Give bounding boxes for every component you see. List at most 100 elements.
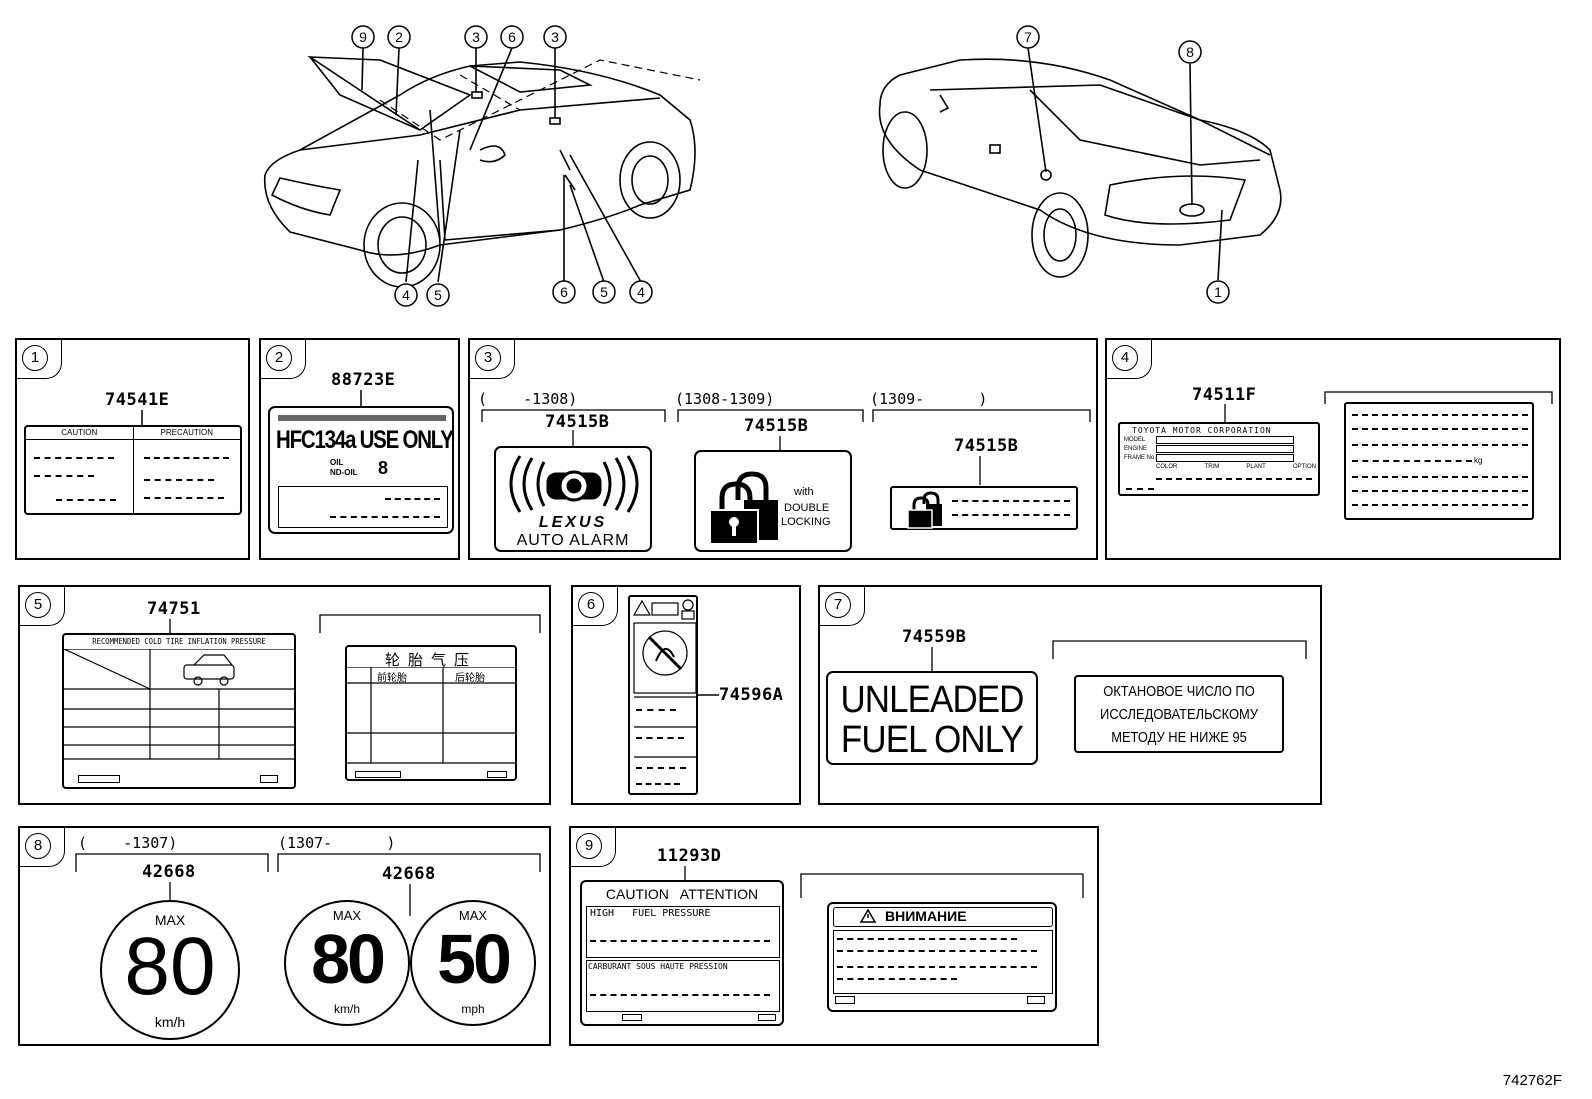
callout-8-trunk: 8 bbox=[1186, 44, 1194, 60]
unit-text: km/h bbox=[333, 1002, 360, 1016]
panel-corner bbox=[20, 828, 65, 867]
speed-value: 50 bbox=[437, 920, 512, 998]
cn-front: 前轮胎 bbox=[377, 673, 407, 684]
tire-pressure-title: RECOMMENDED COLD TIRE INFLATION PRESSURE bbox=[92, 637, 266, 646]
oil-number: 8 bbox=[378, 458, 389, 478]
callout-1-trunk: 1 bbox=[1214, 284, 1222, 300]
leader-line bbox=[141, 410, 143, 425]
date-range-2: (1307- ) bbox=[278, 834, 396, 852]
part-number-74559B: 74559B bbox=[902, 627, 967, 647]
plant-col: PLANT bbox=[1246, 464, 1266, 470]
panel-corner bbox=[20, 587, 65, 626]
max-text: MAX bbox=[332, 908, 362, 923]
double-text: DOUBLE bbox=[784, 502, 830, 514]
panel-number: 8 bbox=[25, 833, 51, 859]
date-range-3: (1309- ) bbox=[870, 390, 988, 408]
panel-3: 3 ( -1308) (1308-1309) (1309- ) 74515B 7… bbox=[468, 338, 1098, 560]
panel-8: 8 ( -1307) (1307- ) 42668 42668 MAX 80 k… bbox=[18, 826, 551, 1046]
ru-line-1: ОКТАНОВОЕ ЧИСЛО ПО bbox=[1103, 683, 1255, 700]
ru-line-3: МЕТОДУ НЕ НИЖЕ 95 bbox=[1111, 729, 1247, 746]
unit-text: mph bbox=[461, 1002, 485, 1016]
figure-id: 742762F bbox=[1502, 1072, 1562, 1089]
panel-2: 2 88723E HFC134a USE ONLY OIL ND-OIL 8 bbox=[259, 338, 460, 560]
leader-line bbox=[360, 390, 362, 406]
speed-value: 80 bbox=[124, 921, 216, 1012]
tire-pressure-grid bbox=[64, 649, 294, 760]
callout-4-front: 4 bbox=[402, 287, 410, 303]
callout-9-hood: 9 bbox=[359, 29, 367, 45]
panel-corner bbox=[573, 587, 618, 626]
panel-corner bbox=[261, 340, 306, 379]
panel-corner bbox=[1107, 340, 1152, 379]
padlock-icon bbox=[709, 471, 778, 545]
panel-number: 1 bbox=[22, 345, 48, 371]
car-illustrations: 9 2 3 6 3 4 5 6 5 4 7 8 1 bbox=[263, 25, 1282, 307]
locking-label-small bbox=[890, 486, 1078, 530]
callout-5-front: 5 bbox=[434, 287, 442, 303]
date-range-1: ( -1308) bbox=[478, 390, 578, 408]
panel-1: 1 74541E CAUTION PRECAUTION bbox=[15, 338, 250, 560]
cn-title: 轮胎气压 bbox=[384, 652, 477, 669]
lexus-brand-text: LEXUS bbox=[538, 514, 608, 531]
engine-field: ENGINE bbox=[1124, 446, 1148, 452]
option-col: OPTION bbox=[1292, 464, 1316, 470]
callout-3-pillar: 3 bbox=[472, 29, 480, 45]
car-alarm-icon bbox=[509, 455, 639, 513]
double-locking-label: with DOUBLE LOCKING bbox=[694, 450, 852, 552]
airbag-warning-label bbox=[628, 595, 698, 795]
frame-field: FRAME No. bbox=[1124, 455, 1157, 461]
ru-line-2: ИССЛЕДОВАТЕЛЬСКОМУ bbox=[1100, 706, 1258, 723]
panel-number: 6 bbox=[578, 592, 604, 618]
cn-grid bbox=[347, 667, 515, 764]
panel-number: 4 bbox=[1112, 345, 1138, 371]
part-number-74511F: 74511F bbox=[1192, 385, 1257, 405]
fuel-pressure-text: HIGH FUEL PRESSURE bbox=[590, 908, 711, 919]
part-number-88723E: 88723E bbox=[331, 370, 396, 390]
panel-number: 5 bbox=[25, 592, 51, 618]
callout-6-pillar: 6 bbox=[508, 29, 516, 45]
panel-corner bbox=[17, 340, 62, 379]
callout-6-door: 6 bbox=[560, 284, 568, 300]
range-brackets bbox=[481, 409, 1091, 485]
vehicle-id-plate: TOYOTA MOTOR CORPORATION MODEL ENGINE FR… bbox=[1118, 422, 1320, 496]
carburant-text: CARBURANT SOUS HAUTE PRESSION bbox=[588, 962, 728, 971]
callout-5-door: 5 bbox=[600, 284, 608, 300]
trim-col: TRIM bbox=[1204, 464, 1220, 470]
callout-7-fuel: 7 bbox=[1024, 29, 1032, 45]
auto-alarm-label: LEXUS AUTO ALARM bbox=[494, 446, 652, 552]
unleaded-fuel-label: UNLEADED FUEL ONLY bbox=[826, 671, 1038, 765]
panel-6: 6 74596A bbox=[571, 585, 801, 805]
kg-text: kg bbox=[1474, 456, 1483, 465]
part-number-74596A: 74596A bbox=[719, 685, 784, 705]
part-number-42668-b: 42668 bbox=[382, 864, 436, 884]
speed-sticker-80-kmh: MAX 80 km/h bbox=[100, 900, 240, 1040]
vin-label-blank: kg bbox=[1344, 402, 1534, 520]
date-range-2: (1308-1309) bbox=[675, 390, 775, 408]
brackets-and-leaders bbox=[684, 866, 1084, 898]
ru-head-text: ВНИМАНИЕ bbox=[885, 908, 967, 924]
color-col: COLOR bbox=[1156, 464, 1178, 470]
octane-label-russian: ОКТАНОВОЕ ЧИСЛО ПО ИССЛЕДОВАТЕЛЬСКОМУ МЕ… bbox=[1074, 675, 1284, 753]
part-number-74515B-a: 74515B bbox=[545, 412, 610, 432]
warning-triangle-icon bbox=[859, 908, 877, 923]
part-number-42668-a: 42668 bbox=[142, 862, 196, 882]
locking-text: LOCKING bbox=[781, 516, 831, 528]
refrigerant-label: HFC134a USE ONLY OIL ND-OIL 8 bbox=[268, 406, 454, 534]
brackets-and-leaders bbox=[1224, 391, 1553, 422]
callout-4-door: 4 bbox=[637, 284, 645, 300]
speed-sticker-50-mph: MAX 50 mph bbox=[410, 900, 536, 1026]
maker-text: TOYOTA MOTOR CORPORATION bbox=[1132, 426, 1272, 435]
model-field: MODEL bbox=[1124, 437, 1146, 443]
part-number-11293D: 11293D bbox=[657, 846, 722, 866]
oil-text: OIL bbox=[330, 458, 344, 467]
refrigerant-text: HFC134a USE ONLY bbox=[276, 426, 454, 454]
max-text: MAX bbox=[458, 908, 488, 923]
panel-number: 2 bbox=[266, 345, 292, 371]
part-number-74515B-b: 74515B bbox=[744, 416, 809, 436]
speed-value: 80 bbox=[311, 920, 386, 998]
fuel-pressure-caution-label: CAUTION ATTENTION HIGH FUEL PRESSURE CAR… bbox=[580, 880, 784, 1026]
panel-5: 5 74751 RECOMMENDED COLD TIRE INFLATION … bbox=[18, 585, 551, 805]
panel-number: 3 bbox=[475, 345, 501, 371]
panel-7: 7 74559B UNLEADED FUEL ONLY ОКТАНОВОЕ ЧИ… bbox=[818, 585, 1322, 805]
brackets-and-leaders bbox=[169, 614, 541, 633]
